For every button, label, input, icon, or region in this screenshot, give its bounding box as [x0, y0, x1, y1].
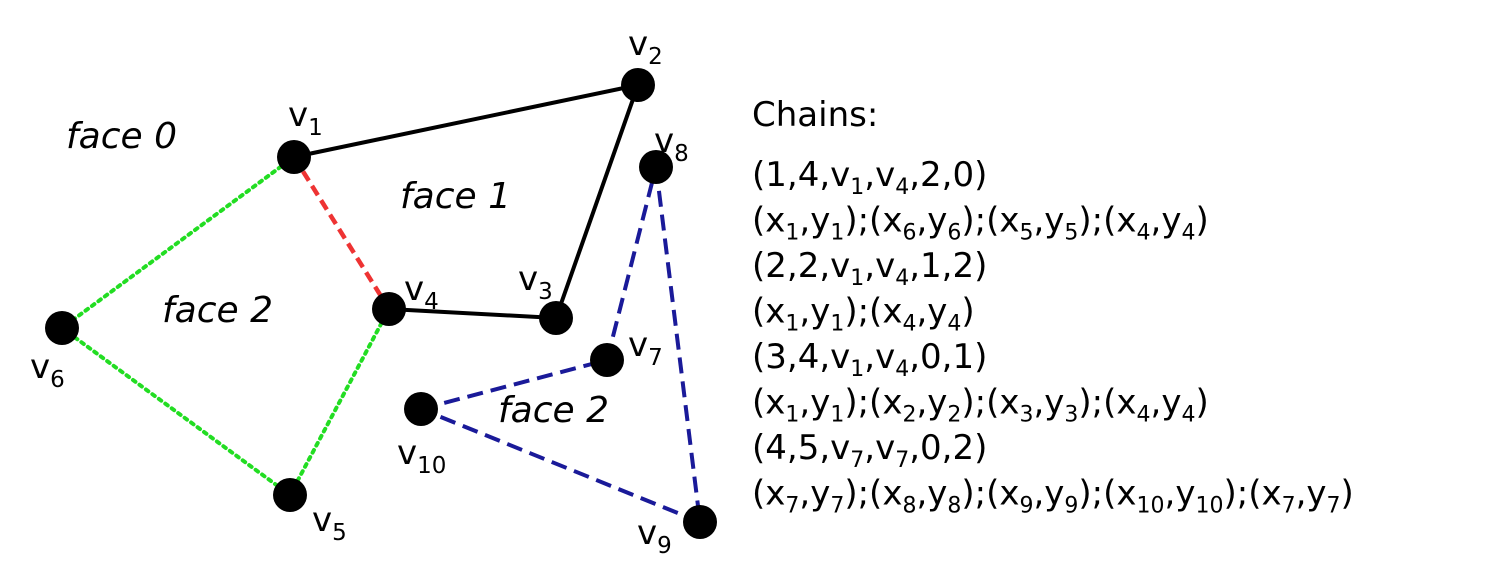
- chain-line-8: (x7,y7);(x8,y8);(x9,y9);(x10,y10);(x7,y7…: [752, 474, 1354, 519]
- vertex-v3: [539, 301, 573, 335]
- edge-v5-v4: [288, 307, 391, 497]
- vertex-label-v2: v2: [628, 24, 663, 70]
- chain-line-3: (2,2,v1,v4,1,2): [752, 246, 987, 291]
- edge-v1-v2: [293, 83, 639, 159]
- vertex-label-v5: v5: [312, 500, 347, 546]
- chain-line-6: (x1,y1);(x2,y2);(x3,y3);(x4,y4): [752, 383, 1209, 428]
- vertex-v10: [404, 392, 438, 426]
- chains-list: (1,4,v1,v4,2,0)(x1,y1);(x6,y6);(x5,y5);(…: [752, 155, 1354, 519]
- edge-v2-v3: [554, 84, 640, 319]
- vertex-v1: [277, 140, 311, 174]
- chain-line-5: (3,4,v1,v4,0,1): [752, 337, 987, 382]
- chain-line-4: (x1,y1);(x4,y4): [752, 292, 975, 337]
- vertex-label-v6: v6: [30, 347, 65, 393]
- vertex-label-v10: v10: [397, 433, 446, 479]
- face-1-label: face 1: [400, 176, 511, 217]
- vertex-label-v4: v4: [404, 269, 439, 315]
- vertex-v8: [639, 150, 673, 184]
- edge-v3-v4: [388, 307, 557, 320]
- edge-v9-v10: [420, 407, 701, 524]
- face-labels: face 0 face 1 face 2 face 2: [66, 116, 609, 431]
- vertex-v9: [683, 505, 717, 539]
- chains-title: Chains:: [752, 95, 878, 135]
- face-0-label: face 0: [66, 116, 177, 157]
- vertex-v6: [45, 311, 79, 345]
- chain-line-2: (x1,y1);(x6,y6);(x5,y5);(x4,y4): [752, 201, 1209, 246]
- vertex-label-v8: v8: [654, 121, 689, 167]
- edge-v10-v7: [420, 358, 608, 411]
- vertex-v4: [372, 292, 406, 326]
- chain-line-7: (4,5,v7,v7,0,2): [752, 428, 987, 473]
- edge-v8-v9: [654, 166, 702, 523]
- vertex-label-v9: v9: [637, 513, 672, 559]
- vertices-layer: [45, 68, 717, 539]
- edge-v1-v6: [60, 155, 296, 330]
- vertex-label-v7: v7: [628, 325, 663, 371]
- vertex-label-v3: v3: [518, 259, 553, 305]
- vertex-v2: [621, 68, 655, 102]
- face-2-left-label: face 2: [162, 290, 273, 331]
- chain-line-1: (1,4,v1,v4,2,0): [752, 155, 987, 200]
- edge-v1-v4: [292, 155, 391, 311]
- vertex-v7: [590, 343, 624, 377]
- vertex-labels-layer: v1 v2 v3 v4 v5 v6 v7 v8 v9 v10: [30, 24, 689, 559]
- vertex-label-v1: v1: [288, 95, 323, 141]
- vertex-v5: [273, 478, 307, 512]
- edge-v6-v5: [60, 326, 292, 497]
- edge-v7-v8: [605, 166, 658, 361]
- edges-layer: [60, 83, 702, 524]
- face-2-right-label: face 2: [498, 390, 609, 431]
